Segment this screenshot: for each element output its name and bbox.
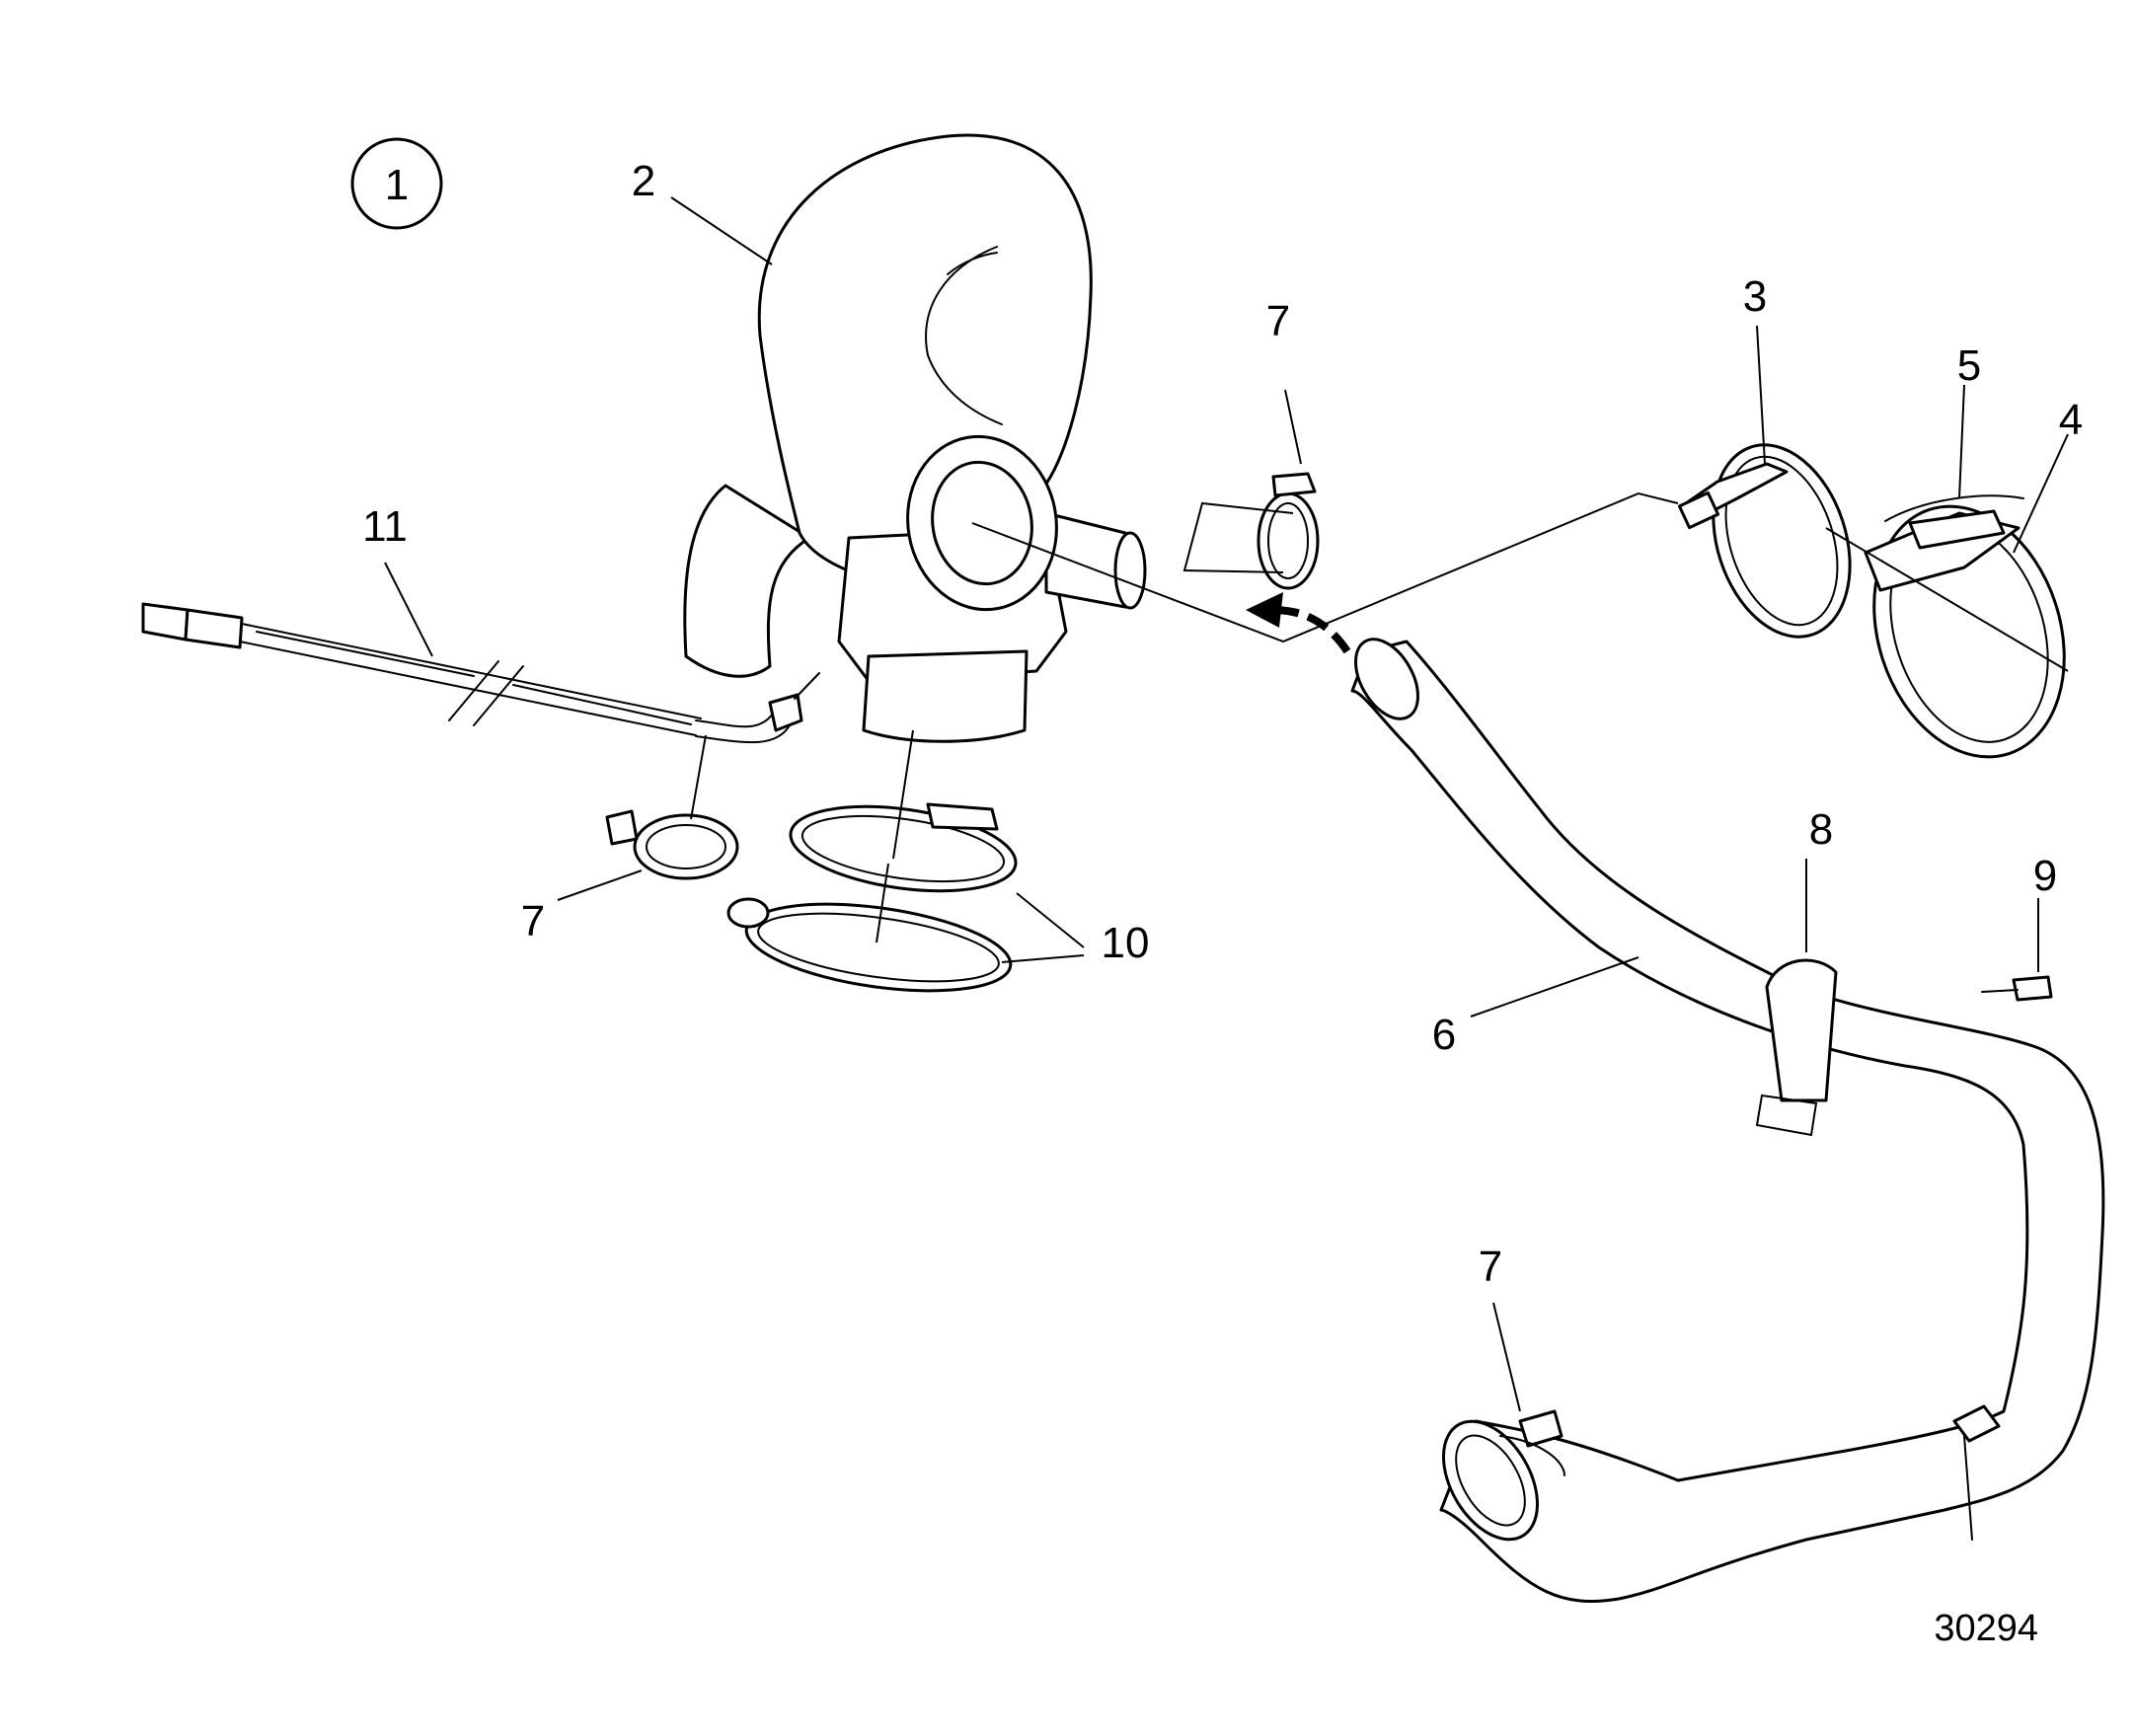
hose-clamp-left-part	[605, 809, 739, 880]
callout-2: 2	[632, 157, 655, 205]
leader-lines	[384, 196, 2069, 1412]
callout-10: 10	[1102, 919, 1150, 967]
installation-direction-arrow-icon	[1246, 592, 1351, 654]
callout-6: 6	[1432, 1011, 1456, 1059]
spacer-5-part	[1884, 494, 2024, 550]
callout-7-lower: 7	[1479, 1243, 1502, 1291]
figure-number: 1	[385, 161, 409, 209]
callout-7-left: 7	[521, 897, 545, 945]
sensor-cable-part	[141, 602, 820, 744]
callout-7-upper: 7	[1266, 297, 1290, 345]
hose-clamp-lower-part	[1499, 1409, 1565, 1476]
figure-reference-code: 30294	[1934, 1608, 2038, 1649]
exhaust-elbow-part	[683, 133, 1147, 743]
callout-9: 9	[2033, 852, 2057, 900]
bolt-9-part	[1981, 975, 2053, 1002]
hose-clamp-upper-part	[1257, 472, 1320, 590]
callout-8: 8	[1809, 805, 1833, 854]
p-clip-8-part	[1755, 958, 1838, 1137]
callout-11: 11	[362, 502, 408, 551]
callout-4: 4	[2059, 396, 2083, 444]
exhaust-hose-part	[1350, 638, 2105, 1603]
clamp-3-part	[1677, 443, 1852, 639]
callout-3: 3	[1743, 272, 1767, 321]
clamps-10-part	[726, 802, 1018, 993]
callout-5: 5	[1957, 341, 1981, 390]
figure-number-badge: 1	[350, 137, 443, 230]
hose-clamp-right-part	[1952, 1404, 2001, 1541]
